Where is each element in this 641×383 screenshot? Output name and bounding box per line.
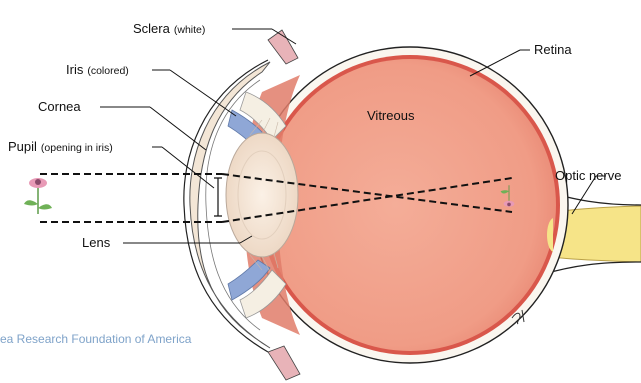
optic-nerve-label: Optic nerve — [555, 168, 621, 183]
lens — [226, 133, 298, 257]
pupil-label: Pupil(opening in iris) — [8, 139, 113, 154]
lens-label: Lens — [82, 235, 111, 250]
pupil-bracket — [214, 178, 222, 216]
sclera-label: Sclera(white) — [133, 21, 205, 36]
muscle-upper — [268, 30, 298, 64]
vitreous-label: Vitreous — [367, 108, 415, 123]
iris-label: Iris(colored) — [66, 62, 129, 77]
muscle-lower — [268, 346, 300, 380]
retina-label: Retina — [534, 42, 572, 57]
credit-text: ea Research Foundation of America — [0, 332, 192, 346]
cornea-label: Cornea — [38, 99, 81, 114]
flower-icon — [24, 178, 52, 214]
